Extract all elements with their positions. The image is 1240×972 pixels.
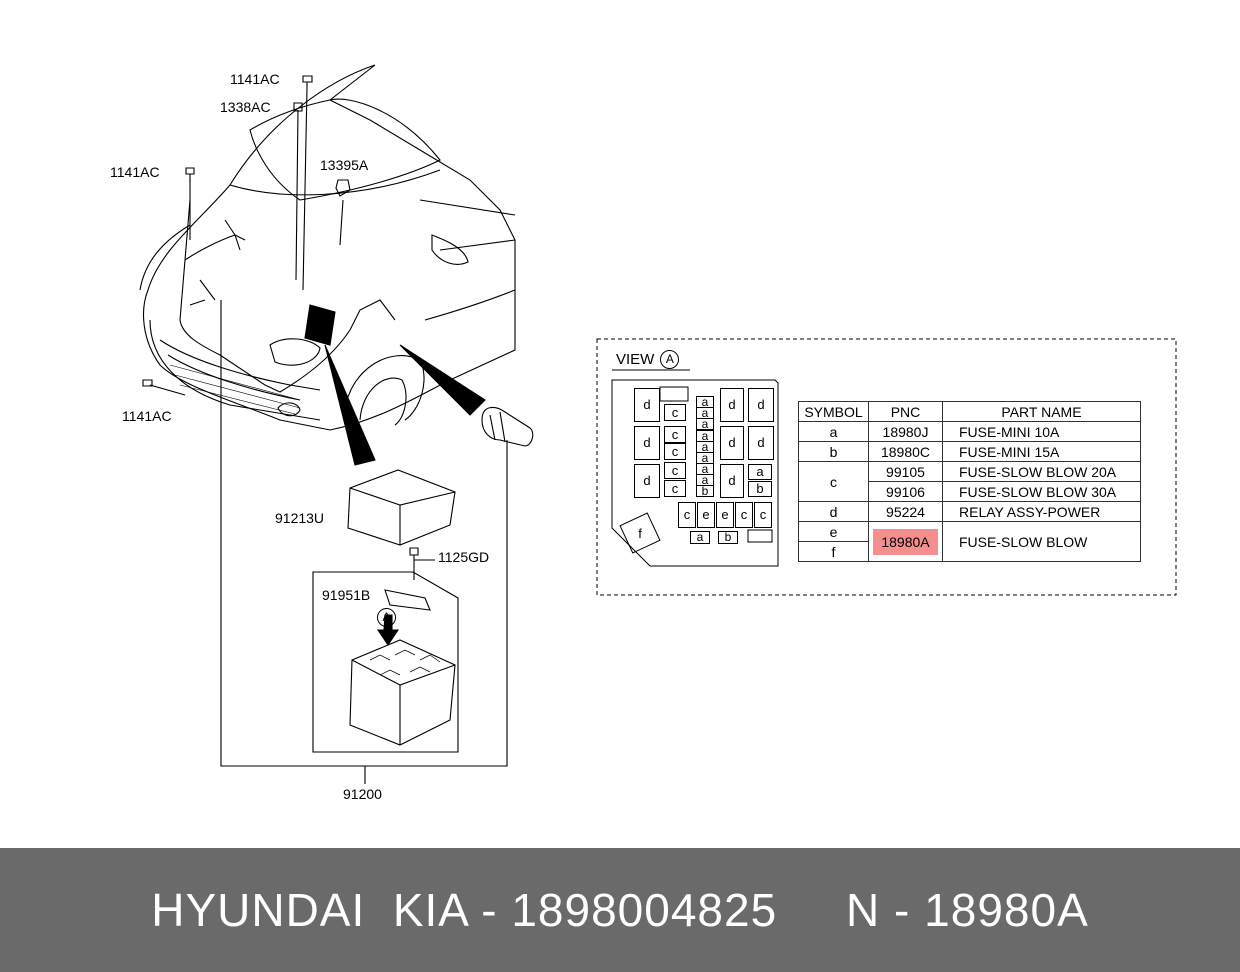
windshield [249,98,441,201]
fuse-slot-a: a [690,531,710,544]
fuse-slot-b: b [696,485,714,497]
parts-diagram [139,64,1177,784]
label-cover: 91213U [275,510,325,526]
fuse-slot-c: c [664,443,686,460]
fuse-slot-c: c [664,404,686,421]
cell-pnc: 99106 [868,481,943,502]
fuse-slot-c: c [664,462,686,479]
grille [159,339,321,391]
cell-pnc-highlighted: 18980A [868,521,943,562]
header-symbol: SYMBOL [798,401,869,422]
hood-line [229,169,441,196]
table-row: d 95224 RELAY ASSY-POWER [798,501,1141,522]
cell-part-name: FUSE-MINI 15A [942,441,1141,462]
table-header-row: SYMBOL PNC PART NAME [798,401,1141,422]
cell-pnc: 18980C [868,441,943,462]
fuse-slot-e: e [697,502,715,528]
label-assembly: 91200 [343,786,382,802]
label-nut-mid: 13395A [320,157,369,173]
front-left [139,224,191,291]
fog-lamp [277,402,301,417]
relay-slot: d [720,388,744,422]
cell-part-name: FUSE-SLOW BLOW 30A [942,481,1141,502]
cell-pnc: 18980J [868,421,943,442]
cell-symbol: a [798,421,869,442]
wheel-arch [344,355,425,421]
fuse-slot-b: b [748,481,772,497]
view-title-text: VIEW [616,351,655,368]
fuse-slot-c: c [754,502,772,528]
relay-slot: d [748,426,774,460]
cell-symbol: e [798,521,869,542]
fuse-slot-c: c [664,426,686,443]
relay-slot: d [634,426,660,460]
harness [179,199,396,393]
label-screw: 1125GD [438,549,490,565]
relay-slot: d [720,426,744,460]
label-bolt-bottom: 1141AC [122,408,172,424]
header-pnc: PNC [868,401,943,422]
table-row: b 18980C FUSE-MINI 15A [798,441,1141,462]
diagram-art [139,64,1177,784]
fusebox-detail-frame [312,571,459,753]
cell-part-name: FUSE-SLOW BLOW 20A [942,461,1141,482]
door-line [424,289,516,321]
view-marker-circle: A [377,608,396,627]
table-row: e 18980A FUSE-SLOW BLOW [798,521,1141,562]
fuse-slot-b: b [718,531,738,544]
view-frame [596,338,1177,596]
footer-part-number: HYUNDAI KIA - 1898004825 N - 18980A [151,884,1089,936]
label-nut-top: 1338AC [220,99,271,115]
fusebox-cover [347,469,456,546]
fusebox-body [349,639,456,746]
grille-2 [167,354,301,401]
label-bolt-top: 1141AC [230,71,280,87]
side-line-2 [439,239,516,251]
grommet [481,406,534,447]
wheel [359,377,407,426]
table-row: c 99105 FUSE-SLOW BLOW 20A [798,461,1141,502]
fuse-slot-c: c [664,480,686,497]
view-title: VIEW A [616,350,680,369]
fuse-slot-c: c [735,502,753,528]
cell-symbol: d [798,501,869,522]
fuse-slot-c: c [678,502,696,528]
relay-slot: d [748,388,774,422]
cell-part-name: RELAY ASSY-POWER [942,501,1141,522]
label-bracket: 91951B [322,587,371,603]
cell-pnc: 99105 [868,461,943,482]
fuse-slot-f: f [638,526,642,541]
table-row: f [798,541,1141,562]
bumper [149,319,321,421]
side-line [419,199,516,216]
cell-part-name: FUSE-SLOW BLOW [942,521,1141,562]
relay-slot: d [634,388,660,422]
label-bolt-left: 1141AC [110,164,160,180]
relay-slot: d [720,464,744,498]
highlighted-pnc: 18980A [873,528,938,555]
fuse-slot-a: a [696,418,714,430]
footer-banner: HYUNDAI KIA - 1898004825 N - 18980A [0,848,1240,972]
cell-symbol: f [798,541,869,562]
cell-symbol: b [798,441,869,462]
headlamp [269,338,321,366]
cell-pnc: 95224 [868,501,943,522]
mirror [431,234,469,265]
cell-symbol: c [798,461,869,502]
fuse-slot-a: a [748,464,772,480]
relay-slot: d [634,464,660,498]
parts-table: SYMBOL PNC PART NAME a 18980J FUSE-MINI … [798,401,1141,562]
car-outline [143,64,516,431]
view-title-marker: A [660,350,680,369]
fuse-slot-e: e [716,502,734,528]
table-row: a 18980J FUSE-MINI 10A [798,421,1141,442]
header-part-name: PART NAME [942,401,1141,422]
cell-part-name: FUSE-MINI 10A [942,421,1141,442]
fusebox-view-outline [611,379,779,567]
